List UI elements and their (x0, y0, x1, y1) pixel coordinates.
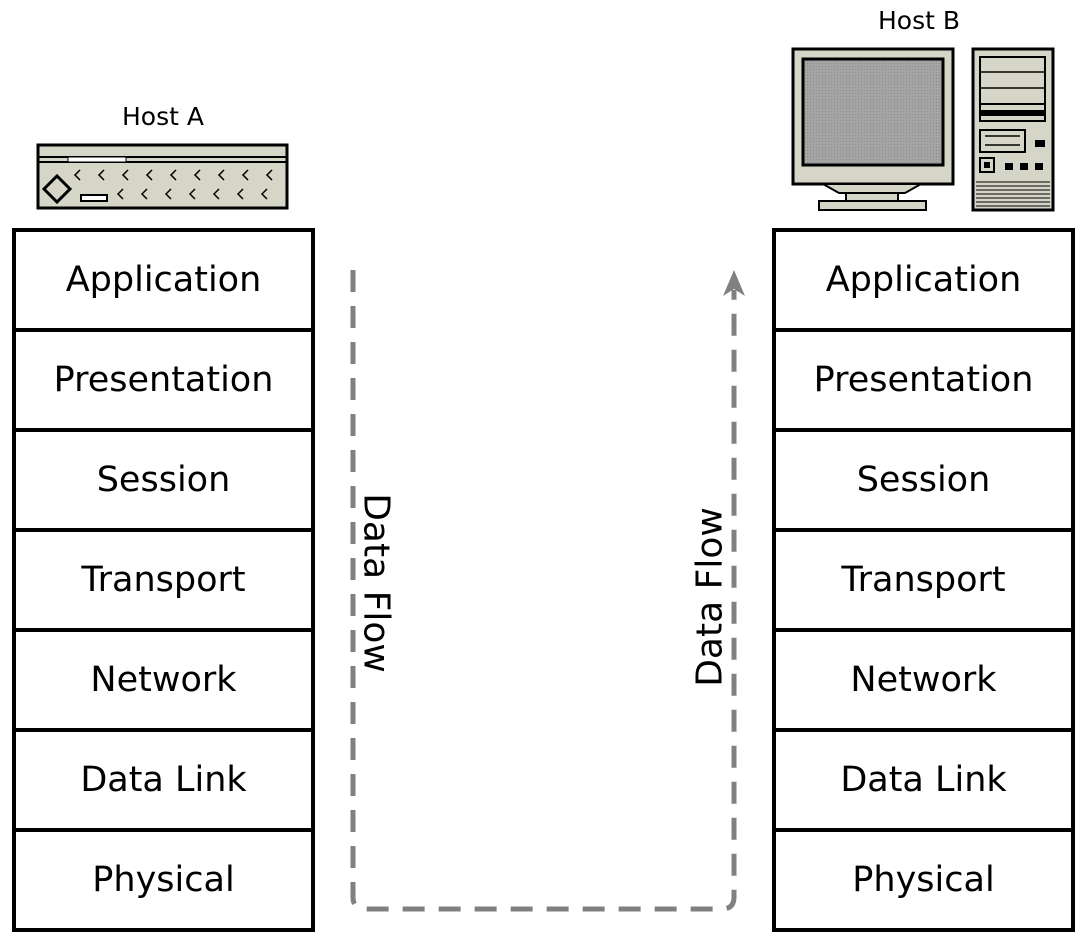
router-device-icon (36, 143, 289, 210)
host-a-layer-transport: Transport (16, 532, 311, 632)
desktop-computer-icon (791, 47, 1055, 212)
host-b-layer-session: Session (776, 432, 1071, 532)
host-b-label: Host B (877, 6, 961, 35)
host-b-layer-transport: Transport (776, 532, 1071, 632)
host-a-layer-physical: Physical (92, 860, 235, 900)
host-a-layer-network: Network (16, 632, 311, 732)
data-flow-up-label: Data Flow (689, 507, 731, 687)
host-a-layer-session: Session (16, 432, 311, 532)
host-b-layer-presentation: Presentation (776, 332, 1071, 432)
host-a-label: Host A (122, 102, 204, 131)
host-a-layer-data-link: Data Link (16, 732, 311, 832)
host-a-layer-application: Application (16, 232, 311, 332)
host-a-layer-presentation: Presentation (16, 332, 311, 432)
host-b-layer-network: Network (776, 632, 1071, 732)
data-flow-arrow (350, 270, 745, 912)
data-flow-down-label: Data Flow (355, 493, 397, 673)
host-b-layer-data-link: Data Link (776, 732, 1071, 832)
host-a-osi-stack: Application Presentation Session Transpo… (12, 228, 315, 932)
host-b-osi-stack: Application Presentation Session Transpo… (772, 228, 1075, 932)
arrow-head-icon (723, 270, 745, 296)
host-b-layer-physical: Physical (852, 860, 995, 900)
host-b-layer-application: Application (776, 232, 1071, 332)
